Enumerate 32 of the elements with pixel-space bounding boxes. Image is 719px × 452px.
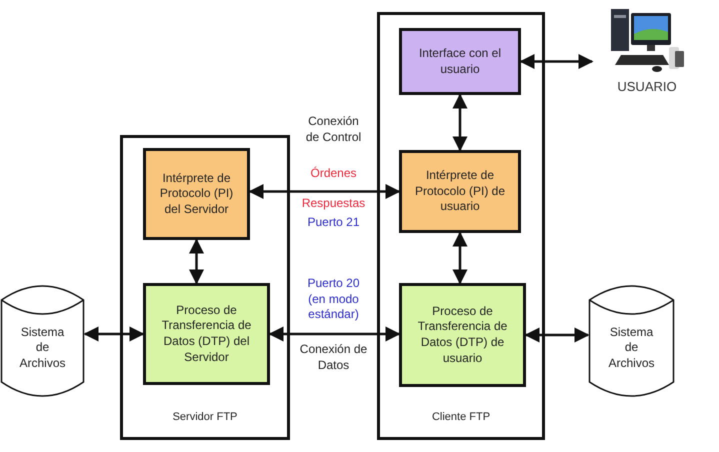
double-arrow <box>524 328 590 342</box>
group-frame <box>120 135 290 440</box>
connection-label: Puerto 21 <box>306 215 361 231</box>
double-arrow <box>452 94 468 152</box>
double-arrow <box>189 238 204 284</box>
connection-label: Puerto 20 (en modo estándar) <box>306 276 361 323</box>
process-box <box>143 283 270 385</box>
process-box <box>399 150 521 233</box>
process-box <box>399 28 521 95</box>
double-arrow <box>84 326 144 342</box>
connection-label: Órdenes <box>309 166 358 182</box>
double-arrow <box>452 232 468 284</box>
double-arrow <box>520 54 594 69</box>
group-title: Servidor FTP <box>172 411 238 423</box>
double-arrow <box>268 326 400 342</box>
group-title: Cliente FTP <box>432 411 490 423</box>
node-label: Interface con el usuario <box>418 46 502 78</box>
process-box <box>143 148 250 240</box>
group-frame <box>377 12 545 440</box>
user-label: USUARIO <box>617 79 677 94</box>
double-arrow <box>248 184 400 199</box>
node-label: Proceso de Transferencia de Datos (DTP) del Servidor <box>160 302 252 366</box>
node-label: Sistema de Archivos <box>18 324 66 372</box>
node-label: Proceso de Transferencia de Datos (DTP) de usuario <box>416 304 508 366</box>
connection-label: Conexión de Control <box>304 114 362 146</box>
node-label: Intérprete de Protocolo (PI) del Servidor <box>158 170 234 218</box>
process-box <box>399 283 526 387</box>
connection-label: Conexión de Datos <box>298 342 368 374</box>
connection-label: Respuestas <box>300 196 366 212</box>
node-label: Sistema de Archivos <box>607 324 656 372</box>
node-label: Intérprete de Protocolo (PI) de usuario <box>414 168 506 215</box>
storage-cylinder <box>588 282 675 400</box>
